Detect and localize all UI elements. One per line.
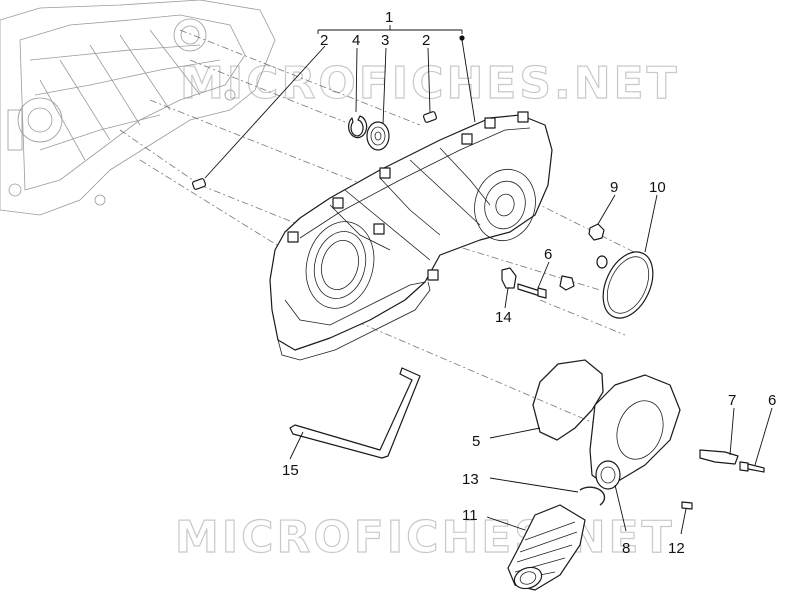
callout-2-left: 2 bbox=[320, 32, 328, 49]
bolt-upper bbox=[517, 283, 547, 299]
callout-6-upper: 6 bbox=[544, 246, 552, 263]
leader-lines bbox=[204, 25, 773, 535]
callout-9: 9 bbox=[610, 179, 618, 196]
screw bbox=[681, 501, 693, 510]
gasket bbox=[532, 359, 604, 441]
bearing bbox=[366, 121, 390, 151]
callout-15: 15 bbox=[282, 462, 299, 479]
callout-labels: 1 2 4 3 2 9 10 6 14 5 7 6 15 13 11 8 12 bbox=[282, 9, 776, 557]
dowel-pin-right bbox=[422, 111, 438, 123]
crankcase-background bbox=[0, 0, 276, 216]
callout-7: 7 bbox=[728, 392, 736, 409]
clamp bbox=[699, 449, 739, 465]
callout-13: 13 bbox=[462, 471, 479, 488]
bent-rod bbox=[289, 367, 421, 459]
bellows-hose bbox=[507, 504, 586, 591]
nut bbox=[588, 223, 605, 241]
callout-8: 8 bbox=[622, 540, 630, 557]
bracket bbox=[501, 267, 517, 289]
clip-ring bbox=[579, 486, 606, 506]
callout-5: 5 bbox=[472, 433, 480, 450]
transmission-cover bbox=[269, 111, 553, 361]
callout-11: 11 bbox=[462, 507, 478, 524]
callout-14: 14 bbox=[495, 309, 512, 326]
watermark-bottom: MICROFICHES.NET bbox=[175, 512, 675, 563]
cover-plate bbox=[602, 251, 654, 319]
callout-4: 4 bbox=[352, 32, 360, 49]
callout-2-right: 2 bbox=[422, 32, 430, 49]
circlip bbox=[348, 115, 368, 139]
callout-1: 1 bbox=[385, 9, 393, 26]
spacer bbox=[559, 275, 575, 291]
callout-12: 12 bbox=[668, 540, 685, 557]
dowel-pin-left bbox=[191, 178, 207, 190]
bolt-lower bbox=[739, 461, 765, 473]
callout-6-lower: 6 bbox=[768, 392, 776, 409]
callout-3: 3 bbox=[381, 32, 389, 49]
washer bbox=[596, 255, 608, 269]
callout-10: 10 bbox=[649, 179, 666, 196]
air-duct-cover bbox=[589, 374, 681, 490]
